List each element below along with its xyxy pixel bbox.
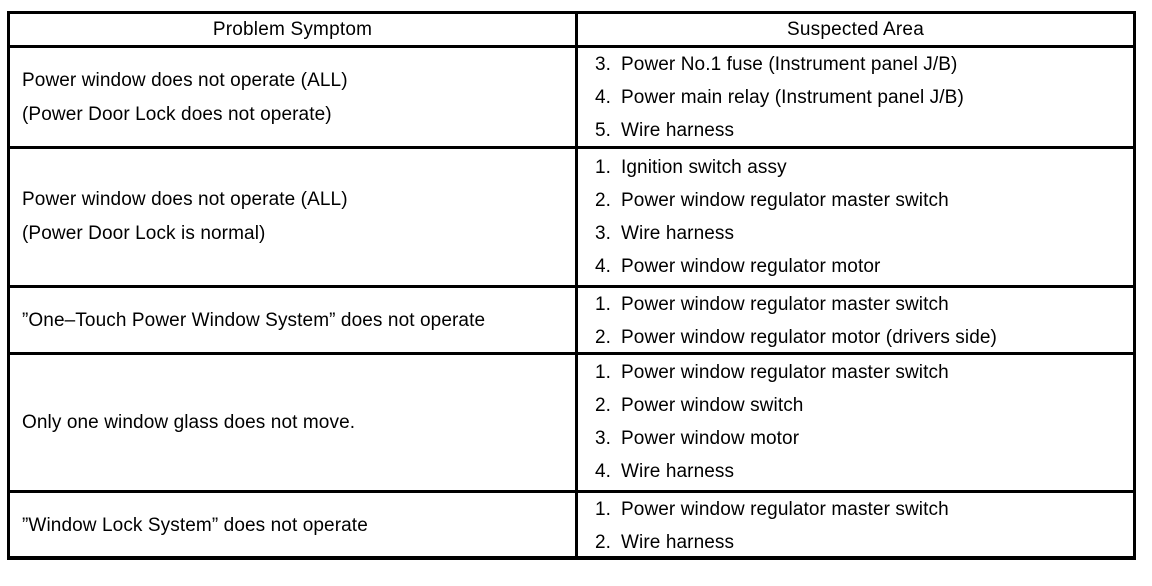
item-number: 1. xyxy=(595,362,612,383)
item-number: 1. xyxy=(595,156,612,178)
suspected-item: 2. Power window regulator motor (drivers… xyxy=(595,321,1125,354)
table-row: ”Window Lock System” does not operate 1.… xyxy=(10,490,1133,559)
suspected-item: 4. Wire harness xyxy=(595,456,1125,489)
problem-symptom-cell: ”Window Lock System” does not operate xyxy=(10,493,578,559)
item-number: 2. xyxy=(595,189,612,211)
suspected-item: 1. Power window regulator master switch xyxy=(595,357,1125,390)
symptom-line: Power window does not operate (ALL) xyxy=(22,189,348,210)
symptom-line: (Power Door Lock does not operate) xyxy=(22,103,332,125)
item-text: Power window regulator master switch xyxy=(621,293,949,315)
suspected-item: 1. Ignition switch assy xyxy=(595,151,1125,184)
suspected-item: 2. Power window regulator master switch xyxy=(595,184,1125,217)
symptom-line: ”Window Lock System” does not operate xyxy=(22,515,368,536)
symptom-line: Power window does not operate (ALL) xyxy=(22,69,348,91)
troubleshooting-table: Problem Symptom Suspected Area Power win… xyxy=(7,11,1136,560)
suspected-item: 1. Power window regulator master switch xyxy=(595,288,1125,321)
item-text: Power No.1 fuse (Instrument panel J/B) xyxy=(621,53,958,75)
item-text: Ignition switch assy xyxy=(621,156,787,178)
suspected-item: 1. Power window regulator master switch xyxy=(595,493,1125,526)
item-number: 4. xyxy=(595,86,612,108)
item-number: 3. xyxy=(595,53,612,75)
item-text: Power window regulator master switch xyxy=(621,498,949,520)
suspected-area-header: Suspected Area xyxy=(787,18,924,40)
item-text: Power window regulator master switch xyxy=(621,362,949,383)
item-number: 2. xyxy=(595,326,612,348)
suspected-item: 4. Power window regulator motor xyxy=(595,250,1125,283)
item-text: Power window regulator master switch xyxy=(621,189,949,211)
suspected-item: 4. Power main relay (Instrument panel J/… xyxy=(595,81,1125,114)
item-number: 3. xyxy=(595,222,612,244)
suspected-item: 3. Wire harness xyxy=(595,217,1125,250)
suspected-item: 3. Power window motor xyxy=(595,423,1125,456)
suspected-area-cell: 1. Ignition switch assy 2. Power window … xyxy=(578,149,1133,285)
symptom-line: Only one window glass does not move. xyxy=(22,411,356,433)
item-text: Power window regulator motor xyxy=(621,255,881,277)
item-text: Power window motor xyxy=(621,428,800,449)
item-number: 1. xyxy=(595,498,612,520)
table-row: Only one window glass does not move. 1. … xyxy=(10,352,1133,490)
item-text: Wire harness xyxy=(621,222,735,244)
item-text: Power window switch xyxy=(621,395,804,416)
table-row: ”One–Touch Power Window System” does not… xyxy=(10,285,1133,354)
suspected-item: 3. Power No.1 fuse (Instrument panel J/B… xyxy=(595,48,1125,81)
problem-symptom-cell: Power window does not operate (ALL) (Pow… xyxy=(10,149,578,285)
problem-symptom-cell: ”One–Touch Power Window System” does not… xyxy=(10,288,578,354)
item-number: 2. xyxy=(595,531,612,553)
symptom-line: ”One–Touch Power Window System” does not… xyxy=(22,310,486,331)
item-number: 1. xyxy=(595,293,612,315)
suspected-item: 5. Wire harness xyxy=(595,114,1125,147)
table-row: Power window does not operate (ALL) (Pow… xyxy=(10,45,1133,147)
item-number: 4. xyxy=(595,255,612,277)
table-header-row: Problem Symptom Suspected Area xyxy=(10,14,1133,45)
item-number: 2. xyxy=(595,395,612,416)
item-text: Power window regulator motor (drivers si… xyxy=(621,326,997,348)
problem-symptom-cell: Only one window glass does not move. xyxy=(10,355,578,490)
suspected-area-cell: 1. Power window regulator master switch … xyxy=(578,288,1133,354)
suspected-area-cell: 3. Power No.1 fuse (Instrument panel J/B… xyxy=(578,48,1133,147)
item-number: 3. xyxy=(595,428,612,449)
item-number: 5. xyxy=(595,119,612,141)
suspected-item: 2. Power window switch xyxy=(595,390,1125,423)
item-text: Wire harness xyxy=(621,119,735,141)
problem-symptom-header: Problem Symptom xyxy=(10,14,578,45)
symptom-line: (Power Door Lock is normal) xyxy=(22,223,266,244)
suspected-area-cell: 1. Power window regulator master switch … xyxy=(578,493,1133,559)
item-number: 4. xyxy=(595,461,612,482)
suspected-area-cell: 1. Power window regulator master switch … xyxy=(578,355,1133,490)
item-text: Wire harness xyxy=(621,531,735,553)
table-row: Power window does not operate (ALL) (Pow… xyxy=(10,146,1133,285)
item-text: Power main relay (Instrument panel J/B) xyxy=(621,86,964,108)
problem-symptom-cell: Power window does not operate (ALL) (Pow… xyxy=(10,48,578,147)
suspected-item: 2. Wire harness xyxy=(595,526,1125,559)
item-text: Wire harness xyxy=(621,461,735,482)
